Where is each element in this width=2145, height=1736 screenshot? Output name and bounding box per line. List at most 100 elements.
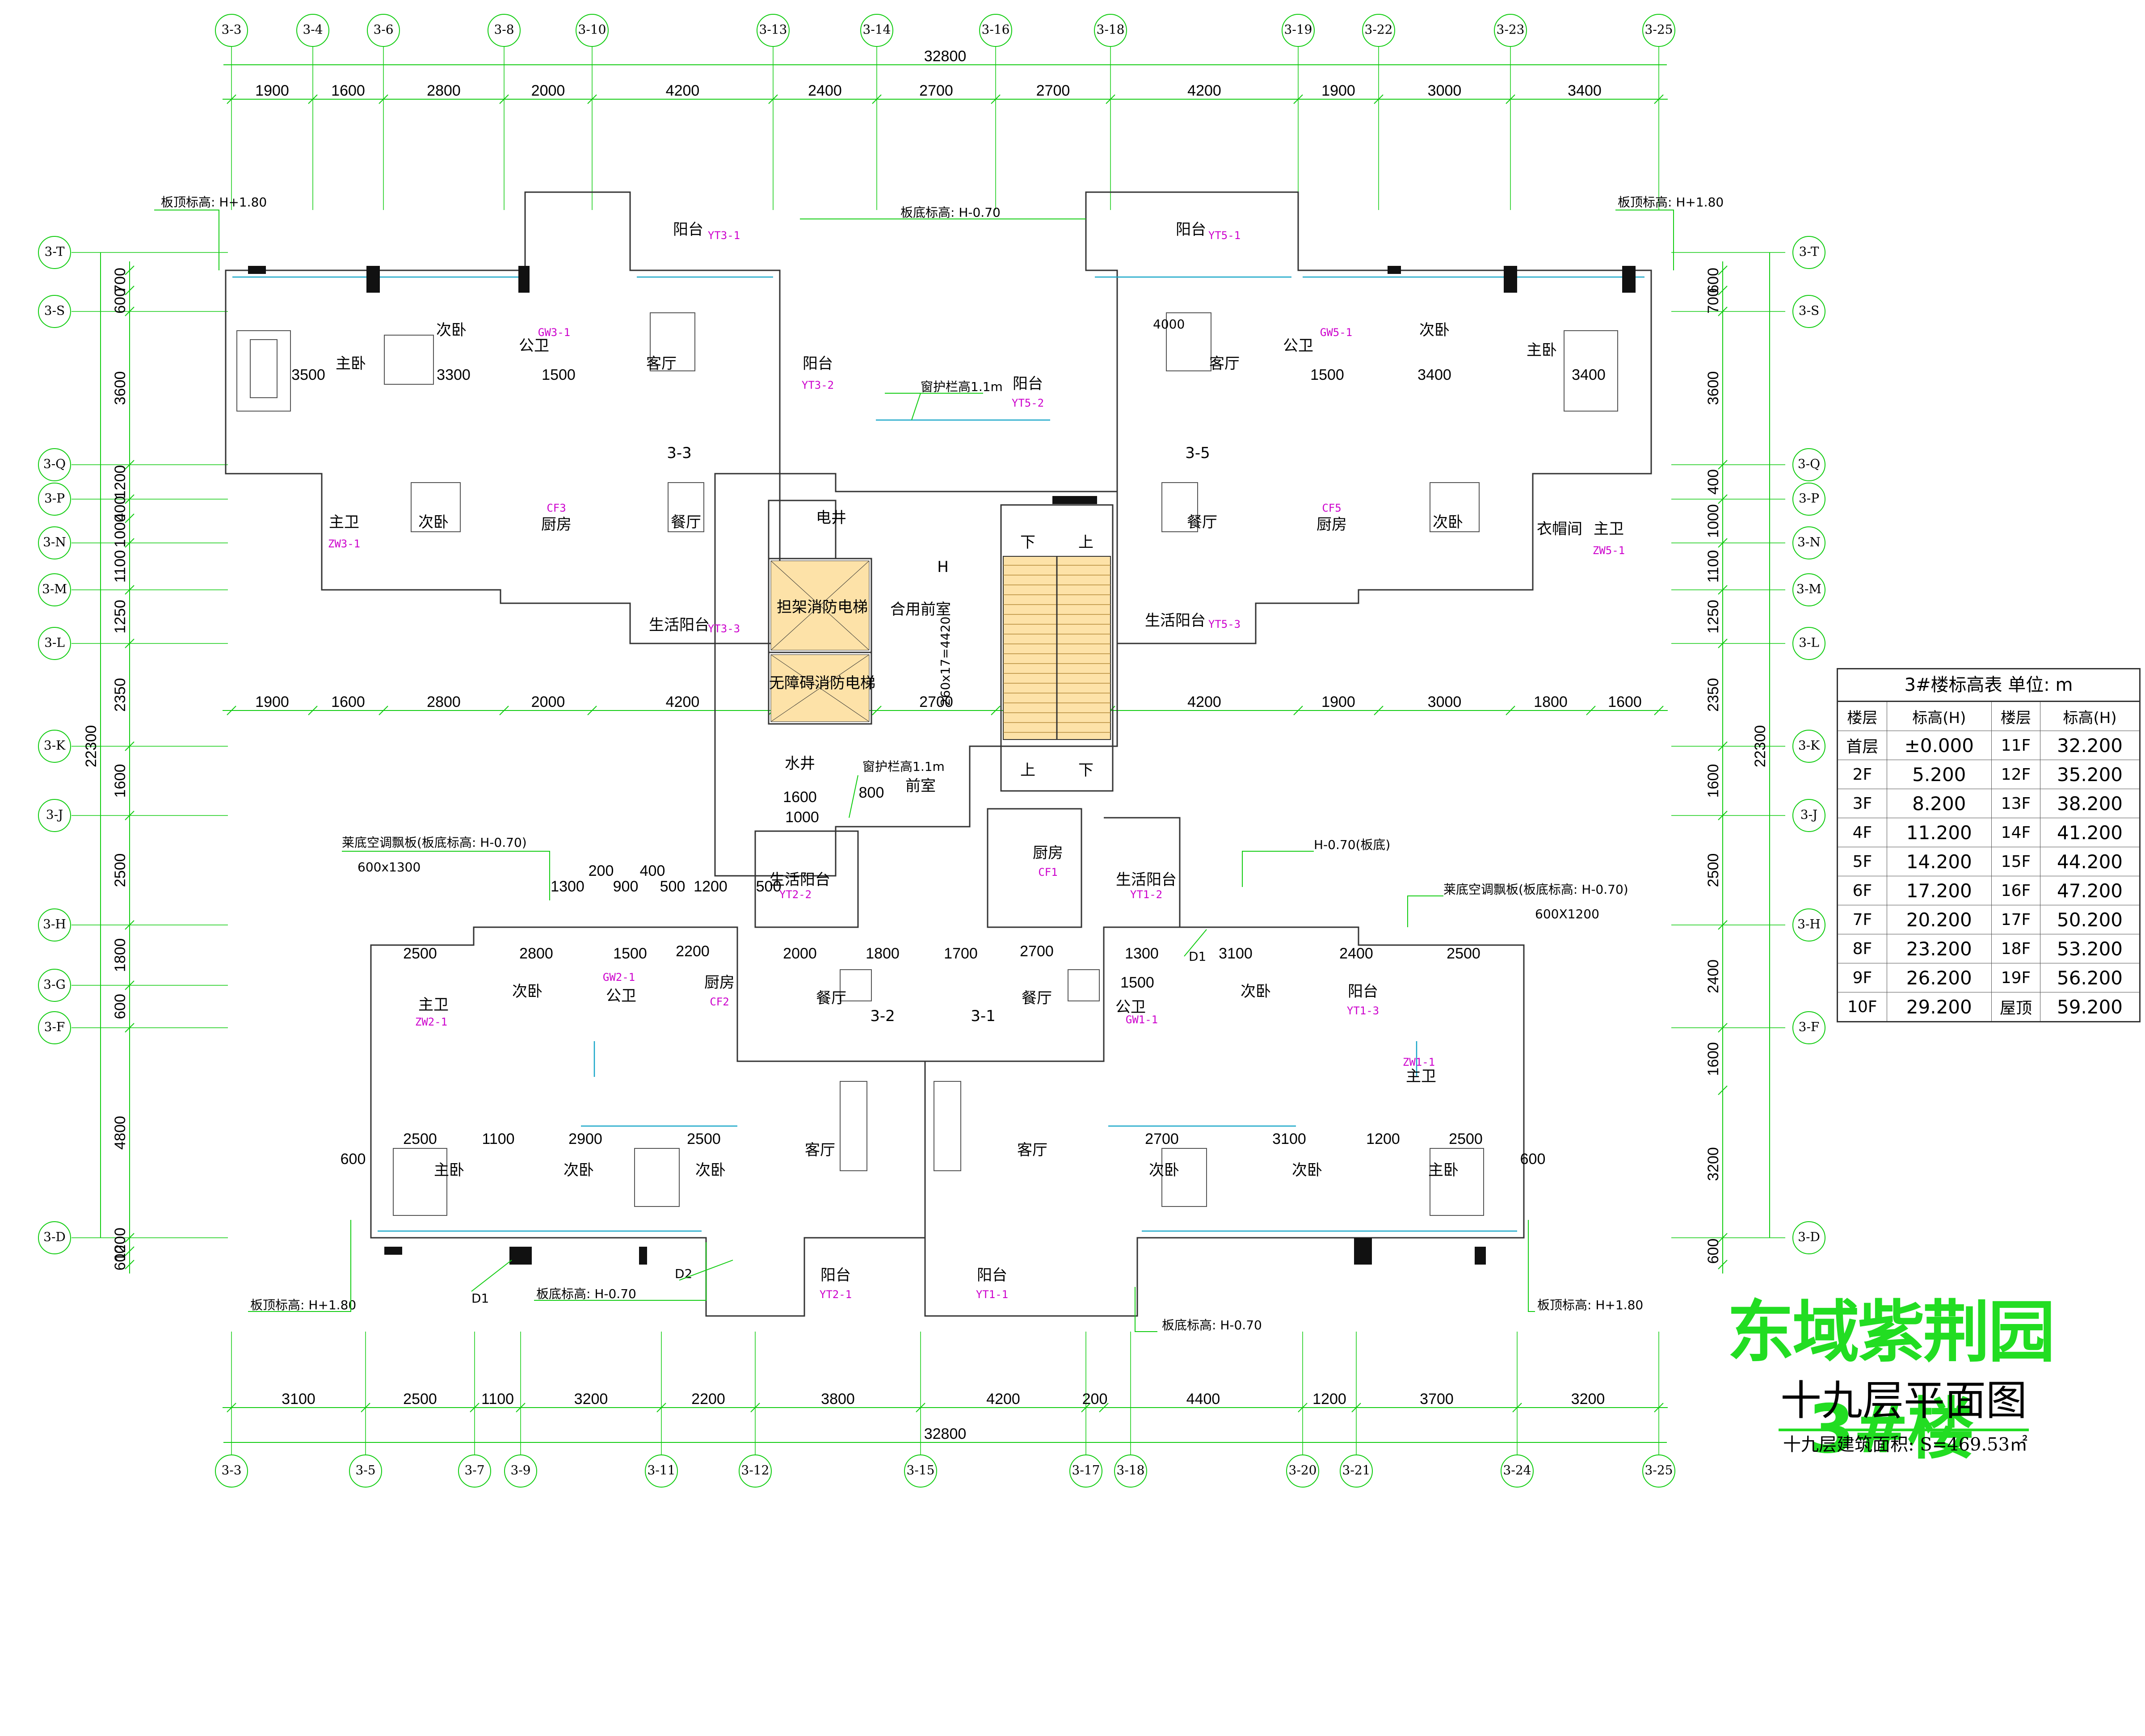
note-rail1: 窗护栏高1.1m — [921, 379, 1003, 394]
axis-bubble-top-label: 3-10 — [578, 22, 606, 37]
elevation-cell: 17.200 — [1886, 876, 1992, 905]
dim-value: 1100 — [1705, 550, 1722, 583]
axis-bubble-left-label: 3-F — [44, 1020, 65, 1034]
svg-text:1300: 1300 — [1125, 945, 1159, 962]
floor-cell: 14F — [1991, 818, 2041, 847]
stair-up2: 上 — [1020, 761, 1035, 779]
room-master: 主卧 — [336, 355, 366, 373]
dim-tick — [1374, 706, 1384, 715]
svg-text:1500: 1500 — [1120, 974, 1154, 991]
axis-bubble-bottom-label: 3-17 — [1072, 1463, 1100, 1478]
grid-lines — [72, 47, 1785, 1454]
axis-bubble-left-label: 3-T — [45, 244, 65, 259]
unit-label: 3-5 — [1185, 444, 1210, 462]
svg-text:2800: 2800 — [519, 945, 553, 962]
dim-value: 1900 — [1321, 694, 1355, 710]
dim-value: 600 — [112, 994, 129, 1019]
dim-tick — [1586, 706, 1596, 715]
dim-value: 1900 — [255, 82, 289, 99]
room-toilet-main: 主卫 — [418, 996, 449, 1014]
room-lobby: 合用前室 — [890, 601, 951, 618]
axis-bubble-bottom: 3-12 — [739, 1454, 772, 1488]
svg-text:900: 900 — [613, 878, 639, 895]
axis-bubble-top: 3-10 — [576, 14, 609, 47]
axis-bubble-left-label: 3-M — [42, 582, 67, 597]
dim-value: 3800 — [821, 1391, 855, 1408]
axis-bubble-left-label: 3-L — [44, 635, 65, 650]
note-ac-right: 莱底空调飘板(板底标高: H-0.70) — [1443, 882, 1628, 897]
floor-cell: 19F — [1991, 963, 2041, 992]
room-dining: 餐厅 — [816, 989, 846, 1007]
axis-bubble-top: 3-8 — [488, 14, 521, 47]
axis-bubble-right-label: 3-M — [1796, 582, 1821, 597]
svg-text:2500: 2500 — [1447, 945, 1480, 962]
axis-bubble-left-label: 3-K — [44, 738, 66, 753]
svg-text:800: 800 — [859, 784, 884, 801]
svg-text:3100: 3100 — [1219, 945, 1253, 962]
dim-value: 1100 — [481, 1391, 514, 1408]
unit-label: 3-2 — [870, 1007, 895, 1025]
axis-bubble-bottom-label: 3-24 — [1503, 1463, 1531, 1478]
dim-tick — [1106, 94, 1115, 104]
tag-gw: GW1-1 — [1126, 1013, 1158, 1026]
room-toilet-main: 主卫 — [1594, 520, 1624, 538]
room-lift2: 无障碍消防电梯 — [769, 674, 875, 692]
dim-total-left-value: 22300 — [83, 725, 100, 768]
dim-value: 4200 — [986, 1391, 1020, 1408]
axis-bubble-top: 3-19 — [1282, 14, 1315, 47]
axis-bubble-right-label: 3-S — [1799, 303, 1819, 318]
dim-1500: 1500 — [1310, 366, 1344, 383]
stair-up1: 上 — [1078, 534, 1094, 551]
dim-tick — [499, 706, 509, 715]
dim-tick — [1506, 94, 1515, 104]
axis-bubble-top: 3-16 — [979, 14, 1012, 47]
dim-tick — [1718, 286, 1728, 295]
axis-bubble-top-label: 3-6 — [373, 22, 393, 37]
dim-tick — [1718, 1233, 1728, 1243]
elevation-cell: 5.200 — [1886, 760, 1992, 789]
inner-dims: 1300 200 400 900 500 1200 500 1600 1000 … — [341, 784, 1546, 1168]
dim-tick — [750, 1403, 760, 1412]
axis-bubble-bottom: 3-18 — [1114, 1454, 1147, 1488]
floor-cell: 8F — [1837, 934, 1887, 963]
dim-tick — [470, 1403, 479, 1412]
axis-bubble-left: 3-Q — [38, 448, 71, 481]
dim-value: 3600 — [1705, 371, 1722, 405]
dim-tick — [125, 639, 135, 648]
axis-bubble-left: 3-P — [38, 483, 71, 516]
dim-value: 2700 — [919, 82, 953, 99]
dim-tick — [361, 1403, 370, 1412]
axis-bubble-left: 3-S — [38, 295, 71, 328]
axis-bubble-top-label: 3-3 — [221, 22, 241, 37]
room-water: 水井 — [785, 755, 815, 773]
dim-tick — [1718, 460, 1728, 470]
axis-bubble-bottom: 3-17 — [1069, 1454, 1102, 1488]
dim-value: 3000 — [1428, 694, 1462, 710]
room-living: 客厅 — [1209, 355, 1240, 373]
dim-tick — [1718, 494, 1728, 504]
dim-value: 1600 — [1705, 1042, 1722, 1076]
dim-value: 1000 — [112, 514, 129, 548]
axis-bubble-bottom: 3-21 — [1340, 1454, 1373, 1488]
room-front: 前室 — [905, 777, 936, 795]
dim-tick — [379, 706, 388, 715]
tag-gw: GW3-1 — [538, 326, 570, 339]
elevation-cell: 32.200 — [2040, 731, 2140, 760]
tag-yt1: YT1-1 — [976, 1288, 1008, 1301]
axis-bubble-top: 3-3 — [215, 14, 248, 47]
dim-value: 700 — [112, 268, 129, 293]
dim-tick — [125, 980, 135, 990]
room-toilet-pub: 公卫 — [606, 987, 636, 1005]
dim-value: 1800 — [112, 938, 129, 972]
dim-value: 600 — [1705, 1239, 1722, 1264]
dim-tick — [1298, 1403, 1308, 1412]
dim-tick — [768, 94, 778, 104]
dim-tick — [125, 920, 135, 930]
